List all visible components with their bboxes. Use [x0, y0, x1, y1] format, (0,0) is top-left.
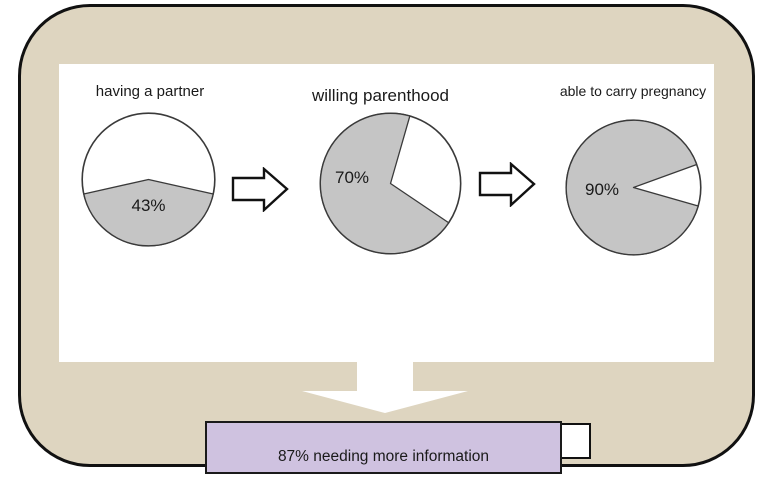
pie-chart-able-to-carry-pregnancy: [564, 118, 703, 257]
result-label: 87% needing more information: [277, 448, 490, 465]
result-box: 87% needing more information: [205, 421, 562, 474]
right-block-arrow-1: [231, 167, 289, 212]
pie-value-willing-parenthood: 70%: [334, 168, 370, 187]
down-block-arrow: [302, 361, 468, 413]
pie-value-having-a-partner: 43%: [131, 196, 166, 215]
pie-chart-having-a-partner: [80, 111, 217, 248]
pie-chart-willing-parenthood: [318, 111, 463, 256]
pie-title-able-to-carry-pregnancy: able to carry pregnancy: [559, 83, 707, 99]
pie-title-having-a-partner: having a partner: [95, 83, 205, 100]
pie-value-able-to-carry-pregnancy: 90%: [584, 180, 620, 199]
pie-title-willing-parenthood: willing parenthood: [311, 86, 450, 105]
right-block-arrow-2: [478, 162, 536, 207]
